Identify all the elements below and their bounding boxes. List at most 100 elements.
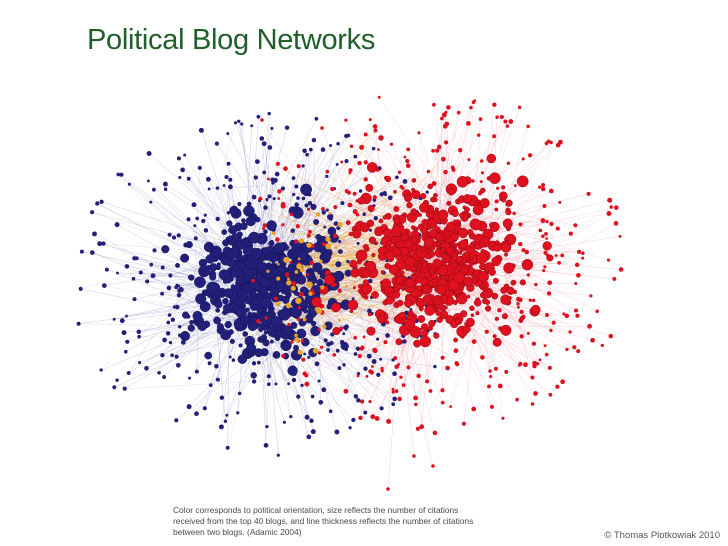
- network-node: [397, 362, 401, 366]
- network-node: [340, 341, 349, 351]
- network-node: [174, 418, 179, 423]
- network-node: [178, 286, 184, 293]
- network-edge: [264, 322, 339, 368]
- network-node: [186, 217, 191, 222]
- network-node: [472, 204, 484, 216]
- network-node: [337, 249, 343, 255]
- network-node: [607, 197, 613, 203]
- network-edge: [282, 174, 414, 296]
- network-node: [392, 284, 397, 289]
- bridge-node: [306, 242, 312, 248]
- network-node: [150, 273, 156, 279]
- network-node: [255, 159, 260, 164]
- network-node: [589, 294, 593, 298]
- network-node: [527, 153, 533, 158]
- network-node: [251, 278, 256, 283]
- network-node: [201, 270, 206, 276]
- network-node: [546, 291, 552, 296]
- network-node: [324, 274, 336, 286]
- network-node: [272, 351, 281, 359]
- network-node: [241, 218, 246, 224]
- network-node: [575, 313, 580, 318]
- network-node: [373, 128, 378, 133]
- network-node: [347, 202, 353, 208]
- network-node: [397, 170, 402, 175]
- network-node: [446, 247, 454, 255]
- network-edge: [465, 320, 536, 394]
- network-node: [160, 291, 165, 296]
- network-node: [432, 192, 438, 198]
- network-node: [376, 372, 381, 377]
- network-node: [380, 270, 385, 275]
- network-node: [576, 249, 582, 254]
- network-node: [417, 315, 426, 323]
- network-node: [228, 355, 232, 359]
- network-node: [410, 225, 416, 230]
- network-node: [425, 190, 429, 194]
- network-node: [590, 337, 595, 343]
- network-node: [270, 126, 274, 130]
- network-node: [437, 265, 449, 276]
- network-node: [237, 391, 242, 396]
- network-node: [160, 265, 165, 270]
- network-edge: [239, 347, 276, 394]
- network-node: [462, 205, 467, 210]
- network-node: [505, 124, 510, 128]
- network-node: [325, 208, 329, 212]
- network-node: [501, 242, 512, 253]
- network-node: [334, 429, 340, 435]
- network-edge: [444, 236, 543, 239]
- network-node: [145, 279, 150, 284]
- network-node: [224, 174, 229, 180]
- network-node: [268, 307, 273, 312]
- network-node: [488, 369, 492, 373]
- network-node: [78, 286, 83, 291]
- network-edge: [337, 304, 366, 369]
- network-node: [415, 426, 420, 431]
- network-node: [160, 353, 165, 358]
- network-node: [229, 205, 239, 216]
- network-node: [353, 335, 358, 340]
- network-node: [300, 383, 304, 388]
- network-node: [492, 102, 497, 107]
- network-node: [297, 306, 301, 310]
- bridge-node: [308, 291, 313, 296]
- network-node: [395, 338, 403, 346]
- network-node: [367, 312, 372, 317]
- network-edge: [371, 254, 411, 373]
- network-node: [219, 395, 225, 400]
- network-node: [416, 267, 421, 272]
- network-edge: [128, 307, 230, 374]
- network-node: [152, 248, 157, 253]
- network-node: [391, 390, 395, 394]
- network-node: [192, 310, 203, 321]
- network-node: [518, 222, 523, 227]
- network-node: [256, 261, 267, 272]
- network-node: [513, 184, 517, 188]
- network-node: [379, 192, 384, 197]
- network-node: [271, 316, 283, 328]
- network-node: [310, 325, 321, 337]
- network-node: [311, 137, 317, 143]
- network-node: [440, 247, 446, 253]
- network-node: [502, 218, 513, 229]
- network-node: [294, 239, 299, 244]
- network-node: [362, 335, 366, 339]
- network-node: [428, 250, 436, 258]
- network-node: [284, 125, 290, 130]
- network-node: [273, 177, 278, 183]
- network-node: [440, 400, 445, 405]
- network-node: [342, 363, 346, 367]
- network-node: [421, 329, 429, 337]
- network-node: [333, 205, 338, 210]
- network-node: [482, 297, 489, 305]
- network-node: [282, 325, 293, 336]
- network-node: [504, 237, 508, 242]
- network-node: [287, 382, 291, 386]
- network-node: [225, 445, 230, 450]
- network-node: [545, 313, 549, 317]
- network-node: [405, 278, 415, 288]
- network-node: [385, 333, 390, 338]
- network-node: [494, 240, 500, 246]
- network-node: [194, 411, 199, 417]
